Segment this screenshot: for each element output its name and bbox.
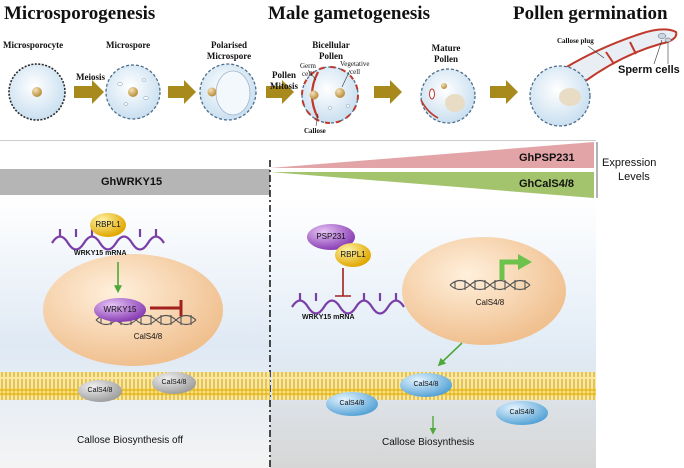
microspore-label: Microspore [106,40,151,50]
mature-label-line1: Mature [431,43,461,53]
bicellular-pollen-cell [301,66,359,127]
polarised-label-line1: Polarised [211,40,247,50]
left-cals48-protein-a-label: CalS4/8 [87,387,113,394]
right-cals48-protein-b-label: CalS4/8 [413,381,439,388]
left-rbpl1-label: RBPL1 [95,220,121,229]
left-cals48-protein-b-label: CalS4/8 [161,379,187,386]
stage-arrow-5 [490,80,518,104]
expression-top-line [0,140,596,141]
left-wrky15-mrna-label: WRKY15 mRNA [74,250,127,257]
ghwrky15-bar [0,169,270,195]
transcription-on-arrowhead [518,254,532,270]
male-gametogenesis-header: Male gametogenesis [268,3,430,24]
microsporogenesis-header: Microsporogenesis [4,3,156,24]
right-wrky15-mrna-label: WRKY15 mRNA [302,314,355,321]
left-membrane [0,372,270,400]
right-nucleus [402,237,566,345]
polarised-microspore-cell [199,63,257,121]
germ-cell-label-line1: Germ [300,62,316,70]
right-rbpl1-protein [335,243,371,267]
microspore-cell [105,64,161,120]
pollen-mitosis-line2: Mitosis [270,81,298,91]
ghcals48-label: GhCalS4/8 [519,178,575,190]
left-wrky15-mrna-strand [51,229,165,251]
left-rbpl1-protein [90,213,126,237]
ghwrky15-label: GhWRKY15 [101,176,163,188]
right-export-arrow [437,342,463,367]
right-cals48-protein-c [496,401,548,425]
left-cals48-protein-b [152,372,196,394]
right-cals48-protein-c-label: CalS4/8 [509,409,535,416]
polarised-label-line2: Microspore [206,51,252,61]
stage-arrow-1 [74,80,104,104]
right-psp231-protein [307,224,355,250]
right-status-label: Callose Biosynthesis [382,437,475,448]
left-status-label: Callose Biosynthesis off [77,435,183,446]
expression-levels-line1: Expression [602,157,657,169]
mature-pollen-cell [420,68,476,124]
pollen-germination-header: Pollen germination [513,3,668,24]
right-cals48-protein-b [400,373,452,397]
microsporocyte-cell [8,63,66,121]
left-cals48-gene-label: CalS4/8 [133,332,163,341]
right-dna-helix [449,279,531,291]
bicellular-label-line1: Bicellular [312,40,350,50]
bicellular-label-line2: Pollen [319,51,343,61]
callose-plug-label: Callose plug [557,37,594,45]
vegetative-cell-label-line2: cell [350,68,361,76]
transcription-on-arrow [499,259,520,280]
meiosis-label: Meiosis [76,72,105,82]
ghpsp231-label: GhPSP231 [519,152,575,164]
ghcals48-wedge [270,172,594,198]
germ-cell-label-line2: cell [302,70,313,78]
left-wrky15-protein [94,298,146,322]
right-psp231-label: PSP231 [316,232,346,241]
right-cals48-protein-a-label: CalS4/8 [339,400,365,407]
stage-arrow-4 [374,80,402,104]
right-wrky15-mrna-strand [291,293,405,315]
mature-label-line2: Pollen [434,54,458,64]
stage-arrow-2 [168,80,196,104]
vegetative-cell-label-line1: Vegetative [340,60,370,68]
left-inhibition-mark [150,300,183,316]
right-inhibition-mark [335,268,351,297]
microsporocyte-label: Microsporocyte [3,40,64,50]
expression-levels-line2: Levels [618,171,650,183]
germinating-pollen [529,28,678,127]
right-rbpl1-label: RBPL1 [340,250,366,259]
left-cals48-protein-a [78,380,122,402]
callose-label: Callose [304,127,326,135]
ghpsp231-wedge [270,142,594,168]
left-wrky15-protein-label: WRKY15 [103,305,137,314]
right-cals48-gene-label: CalS4/8 [475,298,505,307]
stage-arrow-3 [266,80,294,104]
sperm-cells-label: Sperm cells [618,64,680,76]
pollen-mitosis-line1: Pollen [272,70,296,80]
right-cals48-protein-a [326,392,378,416]
